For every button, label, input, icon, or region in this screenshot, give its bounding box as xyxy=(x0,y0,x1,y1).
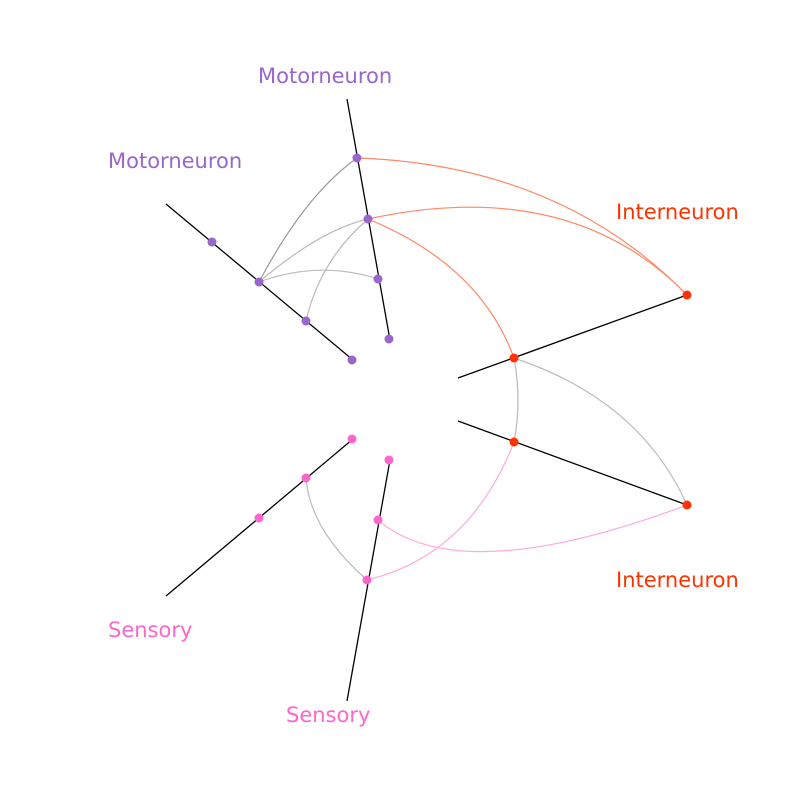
link-motor-motor xyxy=(258,218,369,283)
node-motorneuron xyxy=(363,214,373,224)
link-motor-inter xyxy=(356,157,688,296)
axis-inter-bottom xyxy=(457,420,688,506)
axes xyxy=(165,98,688,702)
node-motorneuron xyxy=(347,355,357,365)
nodes-motorneuron xyxy=(207,153,394,365)
node-motorneuron xyxy=(207,237,217,247)
axis-label-motorneuron-top: Motorneuron xyxy=(258,64,393,88)
axis-label-sensory-left: Sensory xyxy=(108,618,193,642)
links xyxy=(258,157,688,581)
node-sensory xyxy=(301,473,311,483)
nodes-interneuron xyxy=(509,290,692,510)
node-interneuron xyxy=(682,290,692,300)
link-motor-motor xyxy=(305,218,369,322)
link-motor-inter xyxy=(367,206,688,296)
link-inter-inter xyxy=(513,357,519,443)
node-sensory xyxy=(347,434,357,444)
node-sensory xyxy=(384,455,394,465)
node-motorneuron xyxy=(384,334,394,344)
link-sensory-sensory xyxy=(305,477,368,581)
node-sensory xyxy=(254,513,264,523)
axis-inter-top xyxy=(457,294,688,379)
link-inter-sensory xyxy=(377,504,688,553)
node-motorneuron xyxy=(373,274,383,284)
link-inter-inter xyxy=(513,357,688,506)
node-motorneuron xyxy=(301,316,311,326)
link-motor-inter xyxy=(367,218,515,359)
node-sensory xyxy=(373,515,383,525)
axis-label-sensory-bottom: Sensory xyxy=(286,703,371,727)
node-sensory xyxy=(362,575,372,585)
node-motorneuron xyxy=(254,277,264,287)
node-interneuron xyxy=(682,500,692,510)
axis-label-motorneuron-left: Motorneuron xyxy=(108,149,243,173)
axis-label-interneuron-bottom: Interneuron xyxy=(616,568,739,592)
axis-label-interneuron-top: Interneuron xyxy=(616,200,739,224)
link-inter-sensory xyxy=(366,441,515,581)
link-motor-motor xyxy=(258,157,358,283)
link-motor-motor xyxy=(258,269,379,283)
node-motorneuron xyxy=(352,153,362,163)
node-interneuron xyxy=(509,437,519,447)
nodes-sensory xyxy=(254,434,394,585)
node-interneuron xyxy=(509,353,519,363)
